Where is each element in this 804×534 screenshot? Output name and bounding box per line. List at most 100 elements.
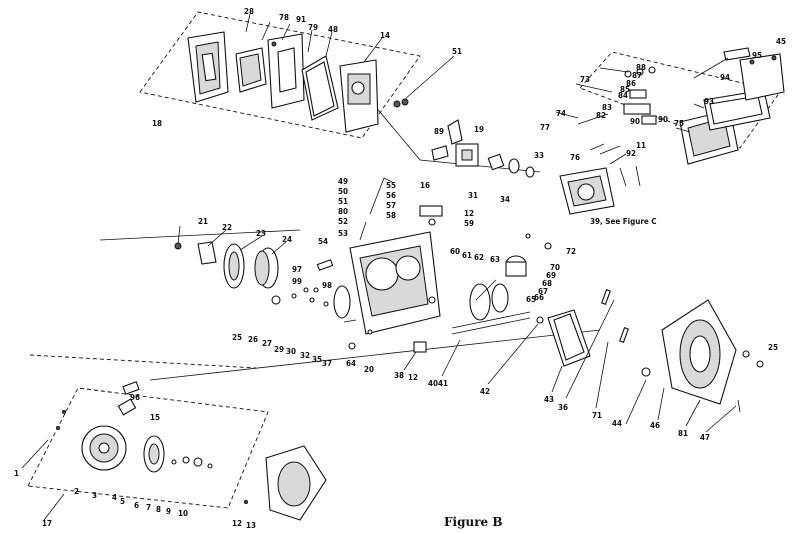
callout-9: 9 (166, 507, 171, 516)
callout-61: 61 (462, 251, 472, 260)
callout-87: 87 (632, 71, 642, 80)
callout-10: 10 (178, 509, 188, 518)
callout-7: 7 (146, 503, 151, 512)
callout-51: 51 (338, 197, 348, 206)
callout-86: 86 (626, 79, 636, 88)
callout-29: 29 (274, 345, 284, 354)
callout-88: 88 (636, 63, 646, 72)
callout-13: 13 (246, 521, 256, 530)
callout-49: 49 (338, 177, 348, 186)
governor-linkage (359, 177, 443, 241)
callout-63: 63 (490, 255, 500, 264)
callout-40: 40 (428, 379, 438, 388)
callout-44: 44 (612, 419, 622, 428)
recoil-handle (117, 381, 140, 416)
recoil-pulley (143, 435, 165, 473)
callout-43: 43 (544, 395, 554, 404)
callout-82: 82 (596, 111, 606, 120)
callout-45: 45 (776, 37, 786, 46)
callout-78: 78 (279, 13, 289, 22)
callout-28: 28 (244, 7, 254, 16)
callout-66: 66 (534, 293, 544, 302)
air-filter-element (235, 47, 267, 93)
callout-18: 18 (152, 119, 162, 128)
callout-62: 62 (474, 253, 484, 262)
callout-96: 96 (130, 393, 140, 402)
callout-30: 30 (286, 347, 296, 356)
callout-19: 19 (474, 125, 484, 134)
callout-73: 73 (580, 75, 590, 84)
leader-line (369, 99, 541, 173)
callout-15: 15 (150, 413, 160, 422)
callout-69: 69 (546, 271, 556, 280)
recoil-starter-group-box (27, 387, 269, 509)
piston (475, 233, 552, 301)
callout-92: 92 (626, 149, 636, 158)
callout-97: 97 (292, 265, 302, 274)
callout-64: 64 (346, 359, 356, 368)
small-fasteners-left (271, 259, 334, 307)
callout-98: 98 (322, 281, 332, 290)
callout-80: 80 (338, 207, 348, 216)
callout-5: 5 (120, 497, 125, 506)
divider-line (29, 354, 257, 369)
callout-12-top: 12 (464, 209, 474, 218)
callout-38: 38 (394, 371, 404, 380)
air-filter-gasket (301, 55, 339, 121)
callout-35: 35 (312, 355, 322, 364)
callout-90: 90 (630, 117, 640, 126)
callout-71: 71 (592, 411, 602, 420)
leader-lines (21, 13, 737, 521)
callout-2: 2 (74, 487, 79, 496)
callout-67: 67 (538, 287, 548, 296)
callout-93: 93 (704, 97, 714, 106)
callout-32: 32 (300, 351, 310, 360)
crankcase-cover (641, 299, 764, 413)
callout-3: 3 (92, 491, 97, 500)
breather-cover (723, 47, 785, 101)
callout-57: 57 (386, 201, 396, 210)
callout-55: 55 (386, 181, 396, 190)
rocker-cover-gasket (703, 89, 771, 131)
callout-84: 84 (618, 91, 628, 100)
callout-53: 53 (338, 229, 348, 238)
callout-46: 46 (650, 421, 660, 430)
intake-spacer (487, 153, 535, 178)
carburetor-body (339, 59, 409, 133)
recoil-starter-housing (81, 425, 127, 471)
callout-24: 24 (282, 235, 292, 244)
callout-75: 75 (674, 119, 684, 128)
callout-41: 41 (438, 379, 448, 388)
callout-12-mid: 12 (408, 373, 418, 382)
callout-39: 39, See Figure C (590, 217, 657, 226)
recoil-small-parts (56, 410, 213, 469)
callout-51-top: 51 (452, 47, 462, 56)
callout-58: 58 (386, 211, 396, 220)
callout-27: 27 (262, 339, 272, 348)
callout-74: 74 (556, 109, 566, 118)
callout-70: 70 (550, 263, 560, 272)
callout-8: 8 (156, 505, 161, 514)
leader-line (149, 329, 601, 381)
cam-gear (333, 285, 351, 319)
figure-caption: Figure B (444, 515, 502, 529)
callout-25-right: 25 (768, 343, 778, 352)
air-filter-cover (187, 31, 229, 103)
air-filter-bracket (267, 33, 305, 109)
callout-17: 17 (42, 519, 52, 528)
callout-91: 91 (296, 15, 306, 24)
fan-shroud (244, 445, 327, 521)
callout-52: 52 (338, 217, 348, 226)
callout-81: 81 (678, 429, 688, 438)
crankshaft (451, 283, 544, 335)
callout-80-right: 90 (658, 115, 668, 124)
callout-65: 65 (526, 295, 536, 304)
carburetor (431, 119, 479, 167)
callout-14: 14 (380, 31, 390, 40)
callout-83: 83 (602, 103, 612, 112)
callout-37: 37 (322, 359, 332, 368)
callout-labels: 28 78 91 79 48 14 51 18 89 19 16 31 34 3… (14, 7, 786, 530)
callout-25-left: 25 (232, 333, 242, 342)
callout-6: 6 (134, 501, 139, 510)
